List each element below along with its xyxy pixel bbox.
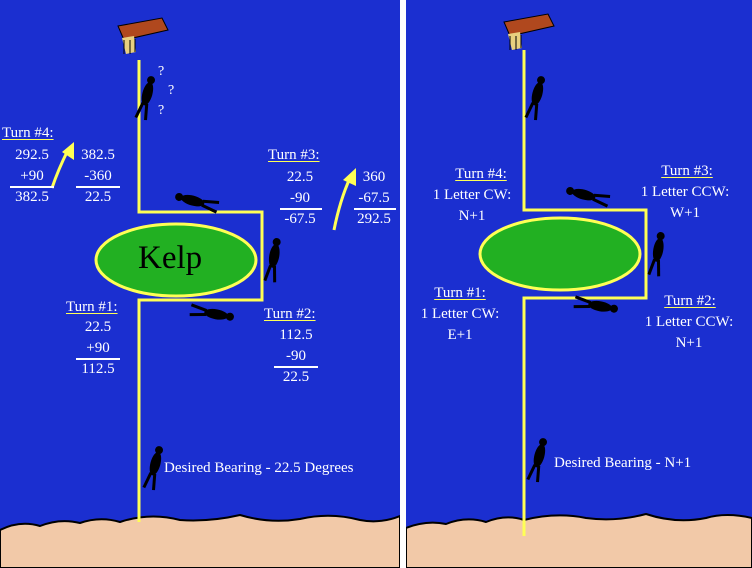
seafloor-sand: [0, 513, 400, 568]
navigation-path: [137, 60, 264, 522]
right-diagram: [406, 13, 752, 568]
turn1-title: Turn #1:: [66, 299, 118, 315]
arrow-icon: [332, 177, 352, 231]
boat-wreck-icon: [117, 17, 169, 54]
turn2-title: Turn #2:: [664, 293, 716, 309]
diver-icon: [189, 303, 234, 321]
turn1-value-a: 22.5: [84, 319, 112, 335]
turn1-line1: 1 Letter CW:: [420, 306, 500, 322]
turn3-value-e: -67.5: [358, 190, 390, 206]
turn3-value-d: 360: [362, 169, 386, 185]
turn1-value-c: 112.5: [81, 361, 115, 377]
turn1-line2: E+1: [447, 327, 473, 343]
turn2-title: Turn #2:: [264, 306, 316, 322]
turn4-value-c: 382.5: [15, 189, 49, 205]
turn4-line1: 1 Letter CW:: [432, 187, 512, 203]
turn3-title: Turn #3:: [661, 163, 713, 179]
arrow-icon: [50, 149, 70, 189]
turn2-value-b: -90: [286, 348, 306, 364]
turn1-value-b: +90: [86, 340, 110, 356]
diver-icon: [134, 76, 156, 121]
turn2-line2: N+1: [675, 335, 703, 351]
diver-icon: [573, 295, 618, 313]
turn3-value-a: 22.5: [286, 169, 314, 185]
diver-icon: [647, 232, 665, 277]
right-panel: Turn #4: 1 Letter CW: N+1 Turn #3: 1 Let…: [406, 0, 752, 568]
turn4-value-a: 292.5: [15, 147, 49, 163]
question-mark: ?: [158, 103, 165, 118]
seafloor-sand: [406, 512, 752, 568]
arrow-icon: [62, 142, 74, 160]
question-mark: ?: [168, 83, 175, 98]
navigation-path: [522, 50, 648, 536]
diver-icon: [142, 446, 164, 491]
turn4-line2: N+1: [458, 208, 486, 224]
turn4-title: Turn #4:: [2, 125, 54, 141]
left-diagram: [0, 17, 400, 568]
turn1-title: Turn #1:: [434, 285, 486, 301]
turn3-value-f: 292.5: [357, 211, 391, 227]
diver-icon: [526, 438, 548, 483]
arrow-icon: [343, 168, 356, 186]
kelp-label: Kelp: [138, 240, 203, 276]
boat-wreck-icon: [503, 13, 555, 50]
turn3-value-b: -90: [290, 190, 310, 206]
desired-bearing-label: Desired Bearing - N+1: [554, 455, 692, 471]
left-panel: ? ? ? Kelp Turn #4: 292.5 +90 382.5 382.…: [0, 0, 400, 568]
diver-icon: [566, 186, 611, 208]
turn3-line2: W+1: [669, 205, 701, 221]
turn2-line1: 1 Letter CCW:: [644, 314, 734, 330]
turn4-value-f: 22.5: [84, 189, 112, 205]
turn3-value-c: -67.5: [284, 211, 316, 227]
turn2-value-a: 112.5: [279, 327, 313, 343]
turn4-title: Turn #4:: [455, 166, 507, 182]
turn4-value-b: +90: [20, 168, 44, 184]
question-mark: ?: [158, 64, 165, 79]
diver-icon: [524, 76, 546, 121]
desired-bearing-label: Desired Bearing - 22.5 Degrees: [164, 460, 354, 476]
diver-icon: [175, 192, 220, 214]
kelp-bed: [478, 216, 642, 292]
turn4-value-e: -360: [84, 168, 112, 184]
turn3-title: Turn #3:: [268, 147, 320, 163]
turn3-line1: 1 Letter CCW:: [640, 184, 730, 200]
turn4-value-d: 382.5: [81, 147, 115, 163]
kelp-bed: [94, 222, 258, 298]
turn2-value-c: 22.5: [282, 369, 310, 385]
diver-icon: [263, 238, 281, 283]
